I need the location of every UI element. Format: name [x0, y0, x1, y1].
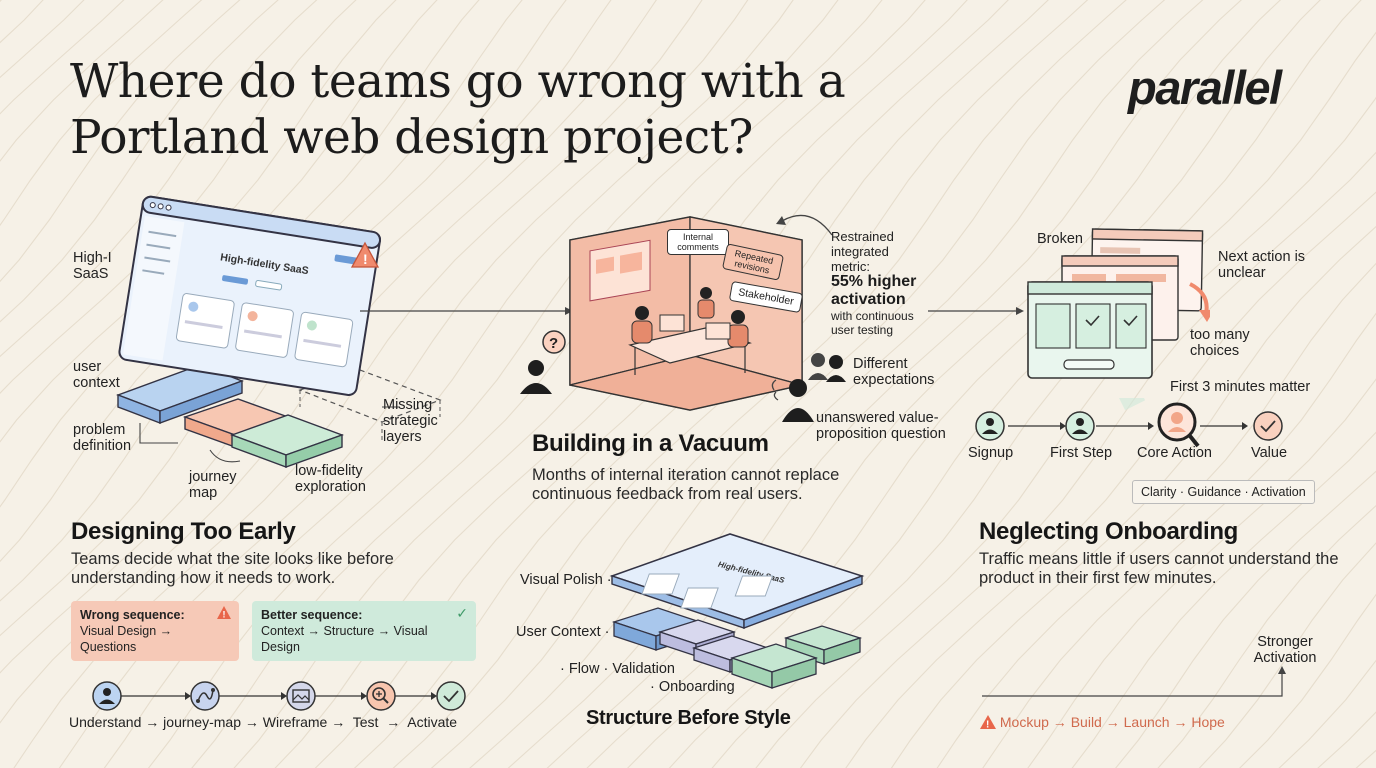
unanswered-question-label: unanswered value-proposition question [816, 410, 946, 442]
neglecting-onboarding-heading: Neglecting Onboarding [979, 518, 1239, 545]
onboarding-label: · Onboarding [650, 679, 735, 695]
structure-stack-illustration: High-fidelity SaaS [609, 533, 865, 689]
step-first-step: First Step [1050, 445, 1113, 461]
stakeholder-group-icon [771, 353, 846, 422]
metric-intro: Restrained integrated metric: [831, 229, 894, 274]
wireframe-icon [286, 681, 316, 711]
wrong-sequence-label: Wrong sequence: [80, 608, 185, 622]
check-icon: ✓ [456, 605, 468, 621]
flow-build: Build [1070, 714, 1102, 730]
svg-text:!: ! [223, 610, 226, 620]
warning-icon: ! [217, 606, 231, 623]
svg-text:?: ? [549, 335, 558, 352]
designing-too-early-illustration: High-fidelity SaaS ! [115, 195, 442, 469]
step-test: Test [352, 714, 379, 730]
flow-mockup: Mockup [999, 714, 1049, 730]
brand-logo: parallel [1128, 61, 1282, 114]
flow-hope: Hope [1191, 714, 1225, 730]
step-journey-map: journey-map [163, 714, 241, 730]
arrow-to-onboarding [928, 307, 1024, 315]
bad-flow-row: ! Mockup → Build → Launch → Hope [980, 714, 1225, 731]
wrong-sequence-box: Wrong sequence: Visual Design → Question… [71, 601, 239, 661]
stronger-activation-label: Stronger Activation [1253, 634, 1317, 666]
page-title: Where do teams go wrong with a Portland … [70, 54, 846, 165]
step-activate: Activate [407, 714, 458, 730]
step-core-action: Core Action [1137, 445, 1212, 461]
metric-activation: 55% higher activation [831, 273, 917, 308]
metric-note: with continuous user testing [831, 309, 914, 337]
building-in-vacuum-heading: Building in a Vacuum [532, 430, 769, 457]
activate-icon [436, 681, 466, 711]
flow-validation-label: · Flow · Validation [560, 661, 675, 677]
structure-before-style-heading: Structure Before Style [586, 707, 791, 729]
value-check-icon [1253, 411, 1283, 441]
signup-icon [975, 411, 1005, 441]
different-expectations-label: Different expectations [853, 356, 935, 388]
step-signup: Signup [968, 445, 1014, 461]
flow-launch: Launch [1123, 714, 1170, 730]
better-sequence-box: Better sequence: Context → Structure → V… [252, 601, 476, 661]
designing-too-early-heading: Designing Too Early [71, 518, 296, 545]
svg-text:!: ! [363, 251, 368, 267]
building-in-vacuum-subtitle: Months of internal iteration cannot repl… [532, 466, 840, 503]
missing-layers-label: Missing strategic layers [383, 397, 438, 445]
internal-comments-callout: Internal comments [667, 229, 729, 255]
step-wireframe: Wireframe [262, 714, 328, 730]
left-saas-label: High-I SaaS [73, 250, 112, 282]
journey-icon [190, 681, 220, 711]
arrow-to-vacuum [360, 307, 573, 315]
test-icon [366, 681, 396, 711]
better-sequence-label: Better sequence: [261, 608, 363, 622]
first-3-minutes-label: First 3 minutes matter [1170, 379, 1311, 395]
onboarding-flow-icons [975, 398, 1283, 448]
next-action-label: Next action is unclear [1218, 249, 1306, 281]
svg-text:!: ! [986, 720, 989, 730]
wrong-sequence-text: Visual Design → Questions [80, 624, 173, 654]
activation-growth-line [982, 666, 1286, 697]
neglecting-onboarding-subtitle: Traffic means little if users cannot und… [979, 550, 1339, 587]
visual-polish-label: Visual Polish · [520, 572, 612, 588]
broken-windows-illustration [1027, 228, 1210, 379]
step-flow-icons [92, 681, 466, 711]
problem-definition-label: problem definition [73, 422, 132, 454]
designing-too-early-subtitle: Teams decide what the site looks like be… [71, 550, 394, 587]
user-context-label: user context [73, 359, 120, 391]
warning-icon: ! [980, 714, 1000, 731]
broken-label: Broken [1037, 231, 1083, 247]
low-fidelity-label: low-fidelity exploration [295, 463, 366, 495]
user-icon [92, 681, 122, 711]
step-labels-row: Understand → journey-map → Wireframe → T… [69, 714, 458, 730]
journey-map-label: journey map [189, 469, 237, 501]
first-step-icon [1065, 411, 1095, 441]
user-context-stack-label: User Context · [516, 624, 610, 640]
core-action-magnifier-icon [1157, 402, 1200, 448]
too-many-choices-label: too many choices [1190, 327, 1250, 359]
step-value: Value [1251, 445, 1288, 461]
step-understand: Understand [69, 714, 142, 730]
clarity-guidance-tagline: Clarity · Guidance · Activation [1132, 480, 1315, 504]
better-sequence-text: Context → Structure → Visual Design [261, 624, 428, 654]
confused-user-icon: ? [520, 330, 566, 394]
